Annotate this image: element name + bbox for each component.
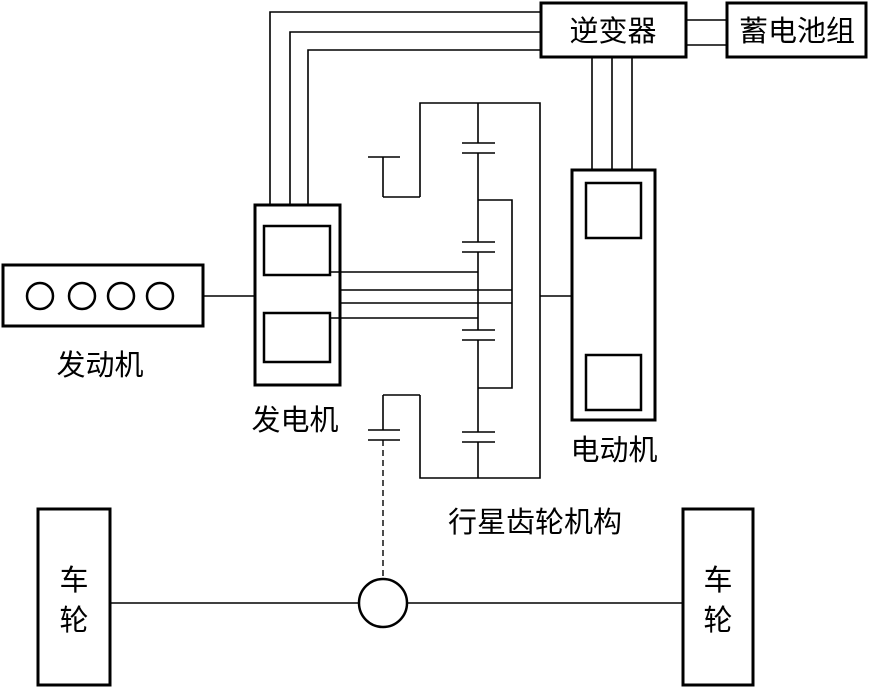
inverter-block: 逆变器 bbox=[539, 1, 688, 59]
engine-cylinder-2 bbox=[67, 281, 97, 311]
inverter-label: 逆变器 bbox=[569, 14, 656, 48]
engine-cylinder-3 bbox=[106, 281, 136, 311]
inverter-box bbox=[539, 1, 688, 59]
engine-label: 发动机 bbox=[56, 348, 143, 382]
right-wheel-box bbox=[681, 507, 755, 687]
generator-inverter-wire-1 bbox=[269, 11, 541, 205]
planet-carrier-frame bbox=[478, 199, 513, 389]
battery-label: 蓄电池组 bbox=[739, 14, 855, 48]
engine-cylinder-4 bbox=[145, 281, 175, 311]
engine-block bbox=[1, 263, 205, 328]
right-wheel-label-char-1: 车 bbox=[703, 563, 732, 597]
generator-winding-bottom bbox=[262, 311, 332, 364]
planetary-label: 行星齿轮机构 bbox=[448, 505, 622, 539]
generator-winding-top bbox=[262, 224, 332, 277]
ring-gear-frame bbox=[419, 102, 541, 479]
generator-inverter-wire-3 bbox=[307, 49, 541, 205]
engine-cylinder-1 bbox=[25, 281, 55, 311]
left-wheel-box bbox=[36, 507, 112, 687]
motor-winding-bottom bbox=[584, 353, 643, 412]
right-wheel: 车 轮 bbox=[681, 507, 755, 687]
motor-winding-top bbox=[584, 181, 643, 240]
motor-block bbox=[570, 168, 657, 422]
battery-block: 蓄电池组 bbox=[725, 1, 868, 59]
motor-label: 电动机 bbox=[570, 433, 657, 467]
generator-inverter-wire-2 bbox=[289, 31, 541, 205]
left-wheel: 车 轮 bbox=[36, 507, 112, 687]
generator-block bbox=[253, 203, 342, 387]
planetary-gear-set bbox=[368, 102, 541, 479]
left-wheel-label-char-1: 车 bbox=[59, 563, 88, 597]
right-wheel-label-char-2: 轮 bbox=[703, 603, 732, 637]
left-wheel-label-char-2: 轮 bbox=[59, 603, 88, 637]
differential-circle bbox=[357, 577, 409, 629]
battery-box bbox=[725, 1, 868, 59]
generator-label: 发电机 bbox=[251, 403, 338, 437]
